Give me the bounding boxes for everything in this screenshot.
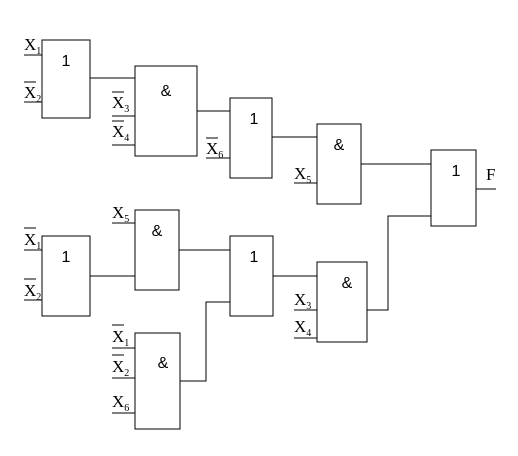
- svg-text:X3: X3: [112, 93, 129, 115]
- and-gate-bottom-1: [134, 209, 180, 291]
- or-gate-bottom-left: [41, 235, 91, 317]
- input-label-x5-top: X5: [294, 164, 311, 186]
- wire-and-low-to-or-bottom: [180, 301, 230, 382]
- input-label-x3-bottom: X3: [294, 290, 311, 312]
- and-gate-bottom-1-symbol: &: [152, 223, 163, 240]
- svg-text:X6: X6: [112, 392, 129, 414]
- input-label-x2-low: X2: [112, 354, 129, 379]
- or-gate-output-symbol: 1: [452, 163, 461, 180]
- and-gate-bottom-3: [134, 332, 181, 430]
- svg-text:X1: X1: [24, 35, 41, 57]
- input-label-x3-top: X3: [112, 91, 129, 115]
- svg-text:X4: X4: [294, 317, 311, 339]
- svg-text:X2: X2: [24, 281, 41, 303]
- or-gate-bottom-mid: [229, 235, 274, 317]
- svg-text:X2: X2: [24, 83, 41, 105]
- or-gate-bottom-left-symbol: 1: [62, 249, 71, 266]
- input-label-x5-bottom: X5: [112, 203, 129, 225]
- input-label-x2-bottom: X2: [24, 278, 41, 303]
- or-gate-top-mid-symbol: 1: [250, 111, 259, 128]
- or-gate-top-left: [41, 39, 91, 119]
- input-label-x2-top: X2: [24, 81, 41, 105]
- input-label-x6-low: X6: [112, 392, 129, 414]
- and-gate-top-2: [316, 123, 362, 205]
- or-gate-output: [430, 149, 477, 227]
- or-gate-top-mid: [229, 97, 273, 179]
- svg-text:X2: X2: [112, 357, 129, 379]
- input-label-x1-top: X1: [24, 35, 41, 57]
- input-label-x1-bottom: X1: [24, 227, 41, 252]
- svg-text:X4: X4: [112, 122, 129, 144]
- svg-text:X6: X6: [206, 139, 223, 161]
- and-gate-bottom-3-symbol: &: [158, 355, 169, 372]
- or-gate-top-left-symbol: 1: [62, 53, 71, 70]
- svg-text:X3: X3: [294, 290, 311, 312]
- svg-text:X5: X5: [294, 164, 311, 186]
- and-gate-top-2-symbol: &: [334, 137, 345, 154]
- input-label-x4-bottom: X4: [294, 317, 311, 339]
- and-gate-bottom-2: [316, 261, 368, 343]
- input-label-x6-top: X6: [206, 137, 223, 161]
- wire-and-bottom-2-to-output: [367, 215, 431, 311]
- input-label-x4-top: X4: [112, 120, 129, 144]
- svg-text:X1: X1: [24, 230, 41, 252]
- or-gate-bottom-mid-symbol: 1: [250, 249, 259, 266]
- and-gate-top-1: [134, 65, 198, 157]
- input-label-x1-low: X1: [112, 324, 129, 349]
- svg-text:X1: X1: [112, 327, 129, 349]
- and-gate-bottom-2-symbol: &: [342, 275, 353, 292]
- output-label-f: F: [486, 165, 495, 184]
- and-gate-top-1-symbol: &: [161, 83, 172, 100]
- svg-text:X5: X5: [112, 203, 129, 225]
